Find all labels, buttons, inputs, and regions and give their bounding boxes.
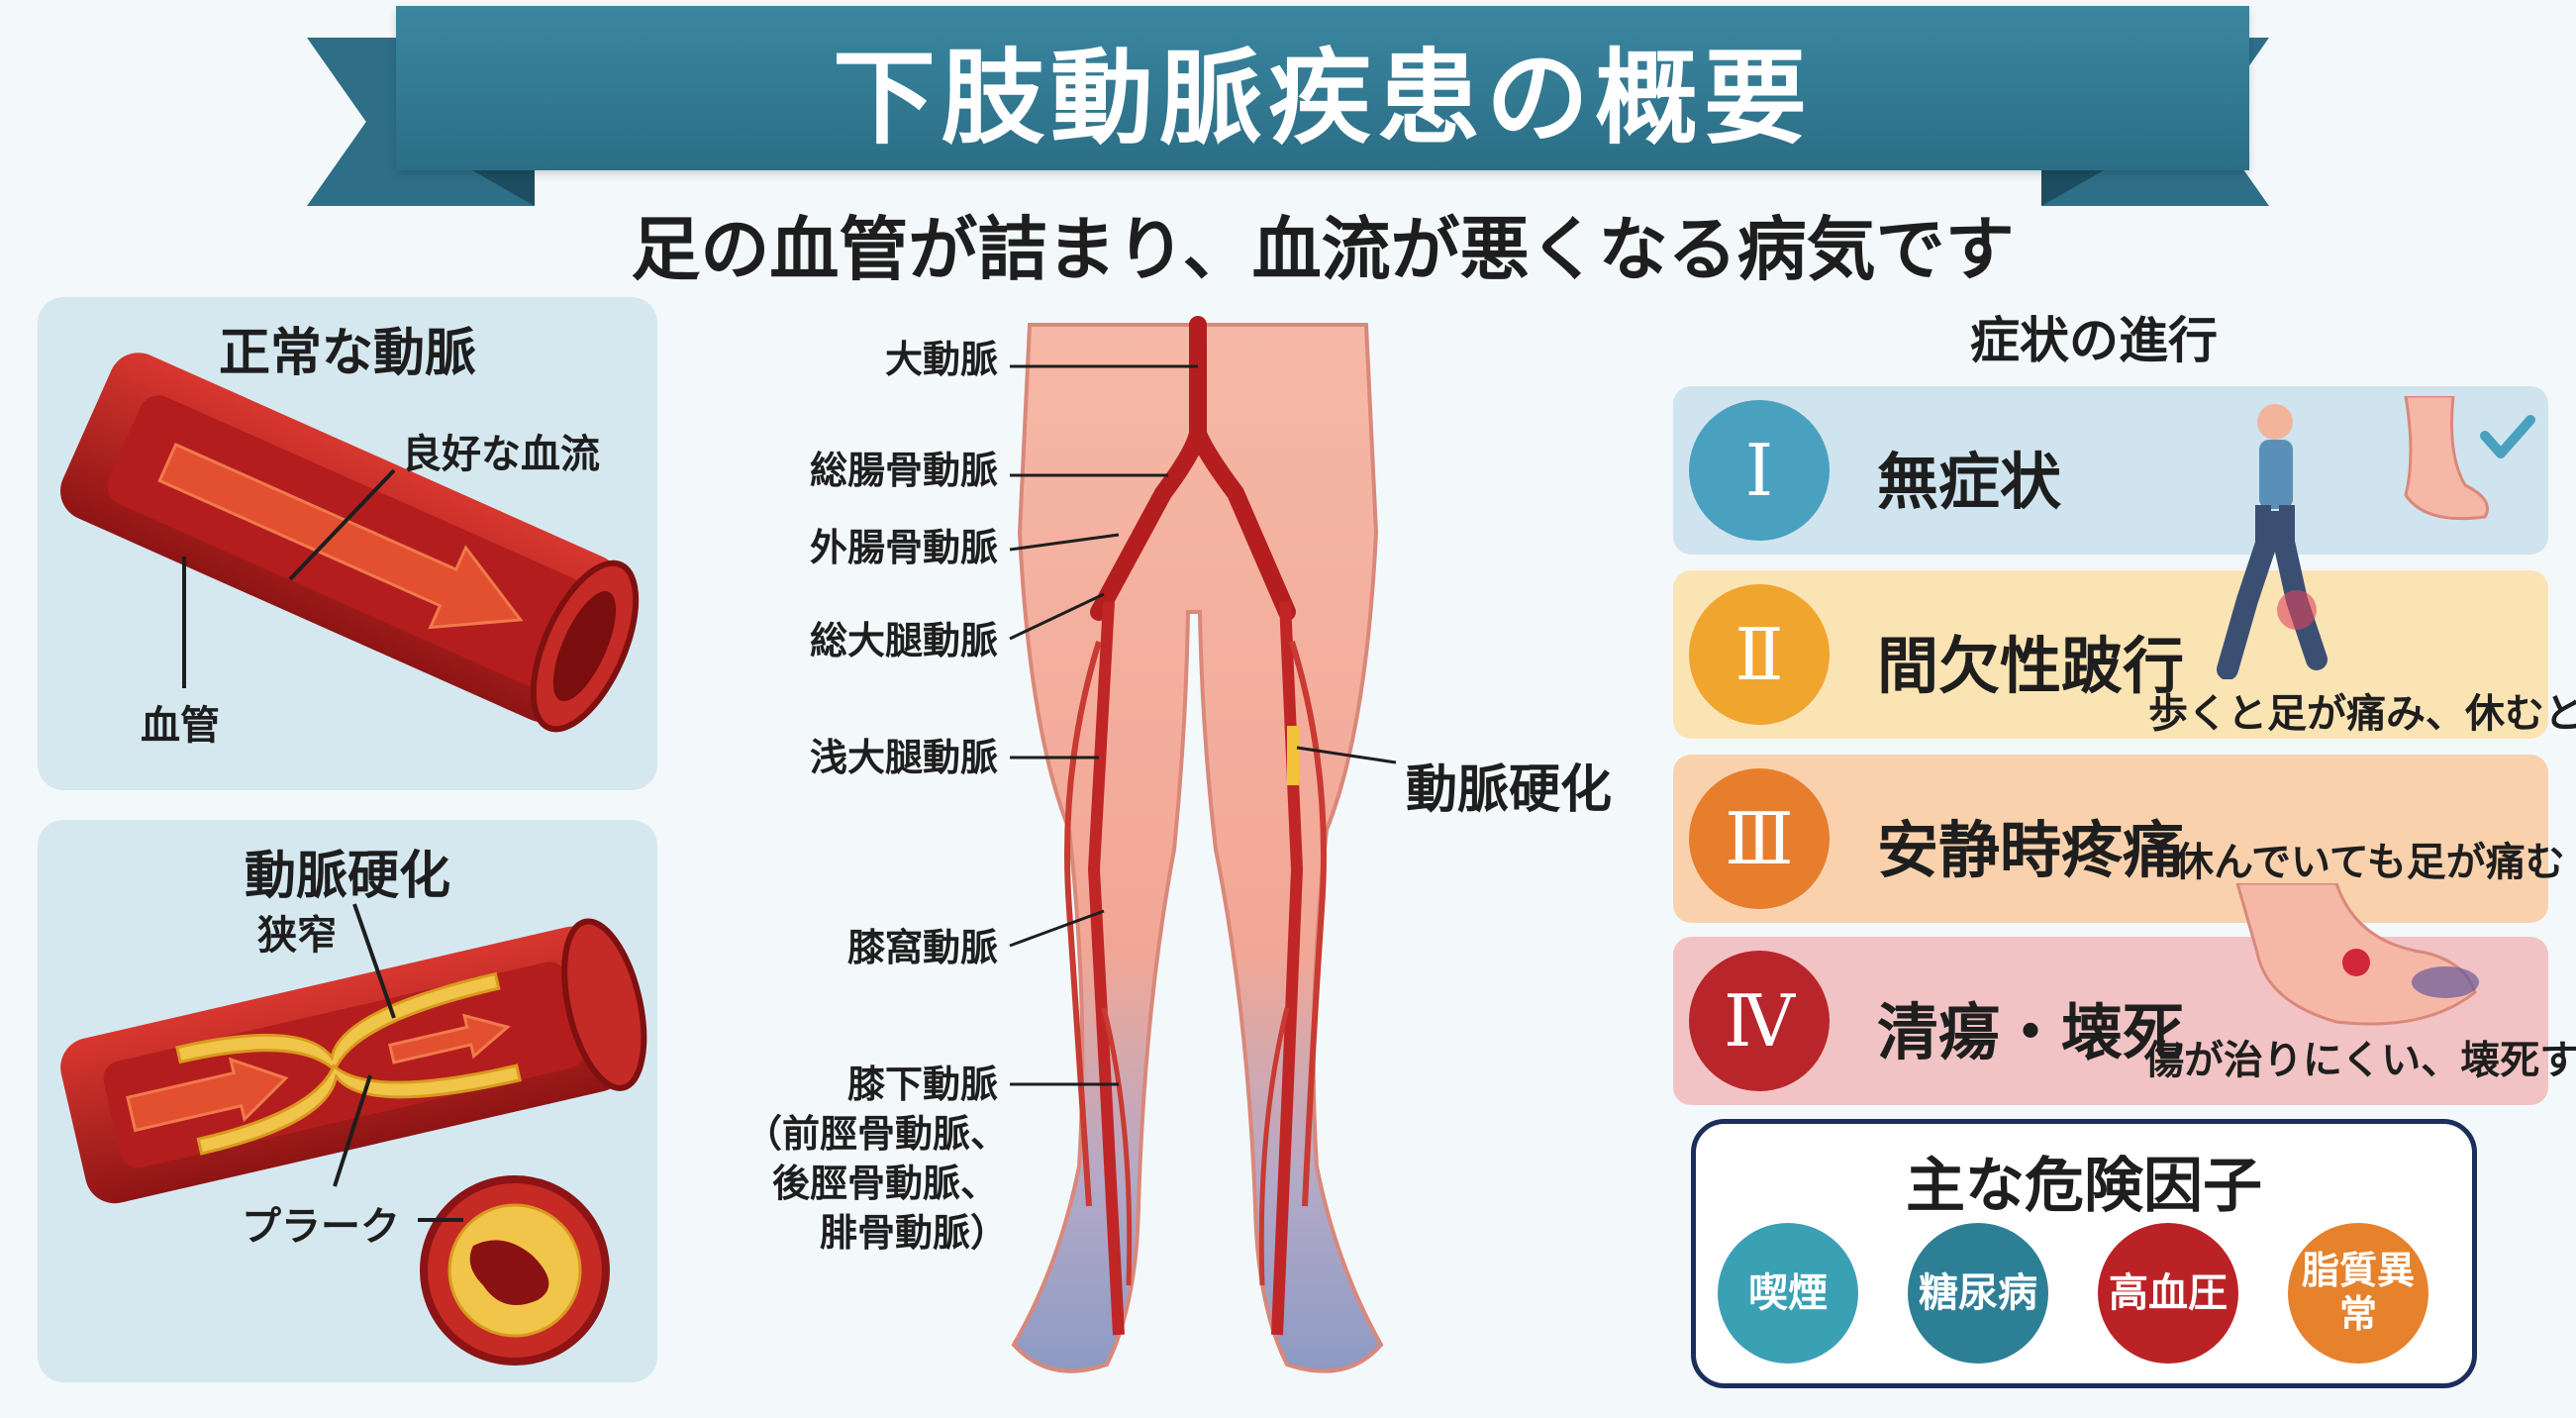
plaque-bottom (196, 1064, 522, 1156)
stage-1-numeral: Ⅰ (1689, 400, 1830, 541)
flow-arrow-left (126, 1057, 289, 1133)
plaque-top (175, 971, 501, 1073)
good-flow-label: 良好な血流 (402, 432, 600, 477)
atherosclerosis-title: 動脈硬化 (244, 847, 450, 906)
label-external-iliac: 外腸骨動脈 (809, 526, 998, 569)
stage-2-desc: 歩くと足が痛み、休むと治る (2148, 691, 2576, 737)
stage-1: Ⅰ 無症状 (1673, 386, 2548, 555)
blood-flow-arrow (157, 443, 524, 630)
atherosclerosis-illustration (60, 903, 647, 1366)
stage-3-desc: 休んでいても足が痛む (2174, 840, 2565, 885)
stage-3-numeral: Ⅲ (1689, 768, 1830, 909)
label-common-femoral: 総大腿動脈 (809, 619, 998, 662)
stenosis-label: 狭窄 (257, 913, 337, 959)
vessel-label: 血管 (141, 703, 220, 749)
label-common-iliac: 総腸骨動脈 (809, 449, 998, 492)
page-title: 下肢動脈疾患の概要 (832, 37, 1813, 158)
normal-artery-illustration (60, 353, 640, 733)
risk-factors-box: 主な危険因子 喫煙 糖尿病 高血圧 脂質異常 (1691, 1119, 2477, 1388)
risk-dyslipidemia: 脂質異常 (2288, 1223, 2428, 1364)
normal-artery-card: 正常な動脈 良好な血流 血管 (38, 297, 657, 790)
stage-1-name: 無症状 (1877, 446, 2062, 518)
plaque-label: プラーク (242, 1204, 400, 1250)
label-superficial-femoral: 浅大腿動脈 (809, 736, 998, 779)
stage-2-name: 間欠性跛行 (1877, 630, 2185, 702)
cross-section-lumen (469, 1240, 549, 1305)
stage-4-name: 清瘍・壊死 (1877, 996, 2185, 1068)
artery-leader-lines (1009, 364, 1397, 1086)
walking-legs-illustration (2217, 511, 2328, 679)
page-subtitle: 足の血管が詰まり、血流が悪くなる病気です (631, 209, 2015, 290)
label-peroneal: 腓骨動脈） (819, 1211, 1008, 1255)
check-icon (2480, 415, 2535, 458)
ulcer-icon (2342, 949, 2370, 976)
left-leg-artery (1087, 601, 1125, 1336)
label-below-knee: 膝下動脈 (846, 1063, 998, 1106)
flow-arrow-right (388, 1013, 511, 1064)
ulcer-foot-illustration (2235, 883, 2479, 1026)
risk-factors-title: 主な危険因子 (1906, 1152, 2262, 1221)
label-posterior-tibial: 後脛骨動脈、 (771, 1162, 998, 1205)
necrosis-area (2412, 966, 2479, 998)
symptom-progression-heading: 症状の進行 (1970, 312, 2218, 369)
risk-diabetes: 糖尿病 (1908, 1223, 2048, 1364)
stage-3-name: 安静時疼痛 (1877, 814, 2185, 886)
label-aorta: 大動脈 (884, 338, 998, 381)
stage-4: Ⅳ 清瘍・壊死 傷が治りにくい、壊死する (1673, 883, 2576, 1105)
plaque-marker (1287, 726, 1299, 785)
risk-smoking: 喫煙 (1718, 1223, 1858, 1364)
label-popliteal: 膝窩動脈 (846, 926, 998, 969)
risk-hypertension: 高血圧 (2098, 1223, 2238, 1364)
atherosclerosis-card: 動脈硬化 狭窄 プラーク (38, 820, 657, 1382)
stage-4-desc: 傷が治りにくい、壊死する (2144, 1038, 2576, 1083)
stage-2: Ⅱ 間欠性跛行 歩くと足が痛み、休むと治る (1673, 511, 2576, 739)
stage-3: Ⅲ 安静時疼痛 休んでいても足が痛む (1673, 755, 2565, 923)
title-banner: 下肢動脈疾患の概要 (396, 6, 2249, 170)
stage-2-numeral: Ⅱ (1689, 584, 1830, 725)
legs-illustration (1011, 316, 1384, 1373)
stage-4-numeral: Ⅳ (1689, 951, 1830, 1091)
arteriosclerosis-label: 動脈硬化 (1406, 760, 1613, 820)
foot-icon (2404, 396, 2489, 521)
normal-artery-title: 正常な動脈 (218, 324, 476, 383)
label-anterior-tibial: （前脛骨動脈、 (743, 1112, 1008, 1156)
